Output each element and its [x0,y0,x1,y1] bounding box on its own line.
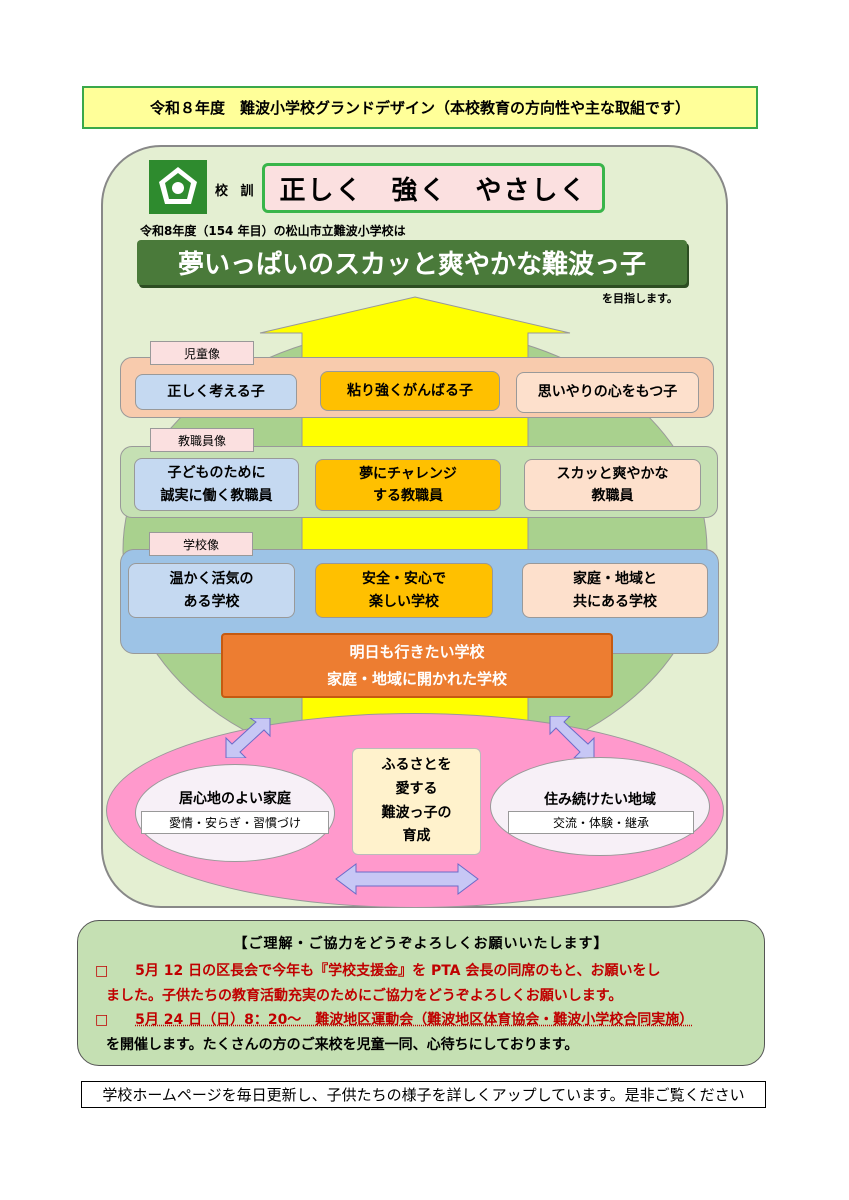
notice-text: ました。子供たちの教育活動充実のためにご協力をどうぞよろしくお願いします。 [106,988,623,1004]
region-ellipse [490,757,710,856]
school-goal-box: 明日も行きたい学校 家庭・地域に開かれた学校 [221,633,613,698]
school-item-line: 家庭・地域と [573,571,657,588]
school-item-line: ある学校 [183,593,240,610]
footer-note: 学校ホームページを毎日更新し、子供たちの様子を詳しくアップしています。是非ご覧く… [81,1081,766,1108]
staff-item-line: スカッと爽やかな [556,465,669,482]
notice-text: を開催します。たくさんの方のご来校を児童一同、心待ちにしております。 [106,1034,578,1054]
staff-item-line: する教職員 [373,488,443,504]
children-item: 思いやりの心をもつ子 [516,372,699,413]
staff-item-line: 子どものために [167,465,266,482]
vision-aim-text: を目指します。 [602,292,678,305]
staff-item-line: 誠実に働く教職員 [160,487,273,504]
children-item: 正しく考える子 [135,374,297,410]
school-emblem-icon [149,160,207,214]
notice-text: 5月 24 日（日）8：20～ 難波地区運動会（難波地区体育協会・難波小学校合同… [135,1012,694,1028]
checkbox-icon: □ [95,963,109,979]
notice-text-line: を開催します。たくさんの方のご来校を児童一同、心待ちにしております。 [106,1037,579,1053]
region-title: 住み続けたい地域 [544,792,656,808]
region-subtitle: 交流・体験・継承 [508,811,694,834]
goal-line: 家庭・地域に開かれた学校 [326,669,507,688]
school-item-line: 共にある学校 [573,593,657,610]
vision-intro: 令和8年度（154 年目）の松山市立難波小学校は [140,224,406,238]
furusato-line: ふるさとを [381,756,452,773]
notice-item: □ 5月 12 日の区長会で今年も『学校支援金』を PTA 会長の同席のもと、お… [95,960,661,980]
school-item: 温かく活気の ある学校 [128,563,295,618]
furusato-box: ふるさとを 愛する 難波っ子の 育成 [352,748,481,855]
staff-item: スカッと爽やかな 教職員 [524,459,701,511]
notice-item: □ 5月 24 日（日）8：20～ 難波地区運動会（難波地区体育協会・難波小学校… [95,1009,693,1029]
checkbox-icon: □ [95,1012,109,1028]
school-item-line: 安全・安心で [362,571,446,588]
school-ideal-tab: 学校像 [149,532,253,556]
school-item-line: 楽しい学校 [369,593,439,610]
notice-text: 5月 12 日の区長会で今年も『学校支援金』を PTA 会長の同席のもと、お願い… [135,963,661,979]
double-arrow-icon [549,716,595,758]
double-arrow-icon [225,718,271,758]
school-item-line: 温かく活気の [169,571,254,588]
children-item: 粘り強くがんばる子 [320,371,500,411]
family-subtitle: 愛情・安らぎ・習慣づけ [141,811,329,834]
staff-item-line: 夢にチャレンジ [359,465,457,482]
school-motto: 正しく 強く やさしく [262,163,605,213]
goal-line: 明日も行きたい学校 [349,643,485,662]
furusato-line: 愛する [395,780,438,797]
double-arrow-icon [335,863,479,895]
children-ideal-tab: 児童像 [150,341,254,365]
school-item: 安全・安心で 楽しい学校 [315,563,493,618]
family-title: 居心地のよい家庭 [179,791,291,807]
page-title: 令和８年度 難波小学校グランドデザイン（本校教育の方向性や主な取組です） [82,86,758,129]
staff-item-line: 教職員 [591,488,634,504]
school-item: 家庭・地域と 共にある学校 [522,563,708,618]
staff-item: 夢にチャレンジ する教職員 [315,459,501,511]
motto-label: 校 訓 [215,184,258,199]
staff-ideal-tab: 教職員像 [150,428,254,452]
staff-item: 子どものために 誠実に働く教職員 [134,458,299,511]
notice-panel [77,920,765,1066]
furusato-line: 育成 [402,828,431,845]
vision-banner: 夢いっぱいのスカッと爽やかな難波っ子 [137,240,687,285]
notice-heading: 【ご理解・ご協力をどうぞよろしくお願いいたします】 [233,936,609,952]
furusato-line: 難波っ子の [381,804,452,821]
